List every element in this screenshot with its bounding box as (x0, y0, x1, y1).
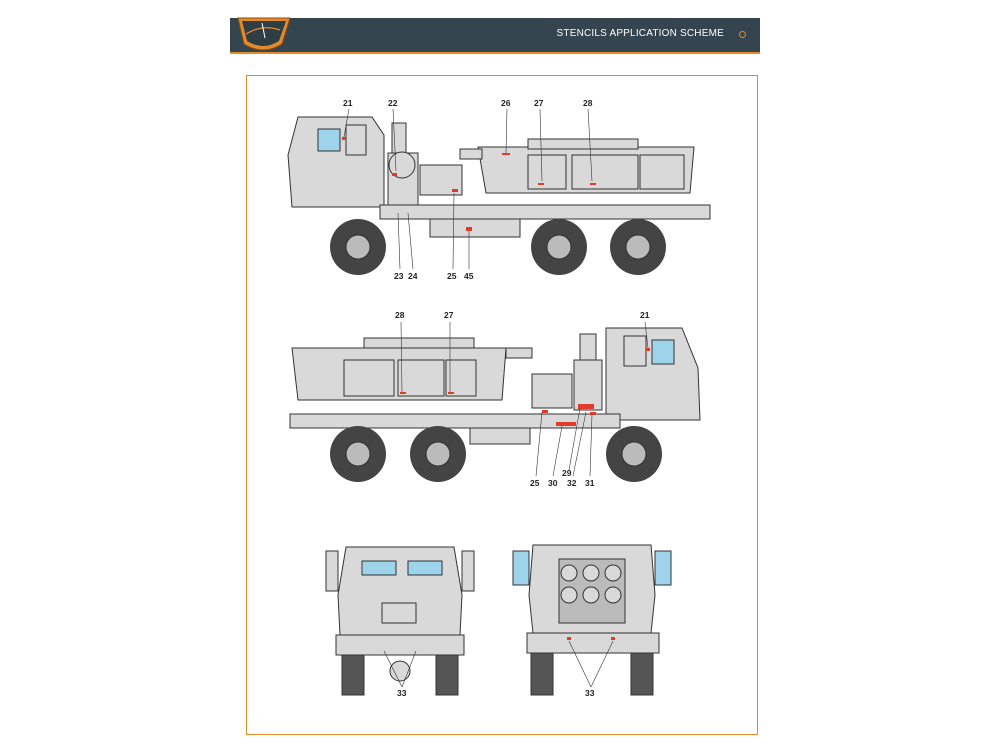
page-title: STENCILS APPLICATION SCHEME (556, 28, 724, 39)
rear-view: 33 (505, 525, 680, 705)
callout-30: 30 (548, 478, 558, 488)
callout-31: 31 (585, 478, 595, 488)
target-icon (739, 31, 746, 38)
front-view: 33 (312, 525, 487, 705)
left-side-view: 21 22 26 27 28 23 24 25 45 (280, 95, 720, 285)
callout-29: 29 (562, 468, 572, 478)
callout-28: 28 (395, 310, 405, 320)
callout-27: 27 (534, 98, 544, 108)
callout-25: 25 (530, 478, 540, 488)
callout-45: 45 (464, 271, 474, 281)
callout-21: 21 (640, 310, 650, 320)
callout-25: 25 (447, 271, 457, 281)
callout-27: 27 (444, 310, 454, 320)
callout-24: 24 (408, 271, 418, 281)
callout-32: 32 (567, 478, 577, 488)
callout-33: 33 (585, 688, 595, 698)
header-bar: STENCILS APPLICATION SCHEME (230, 18, 760, 54)
brand-logo (232, 14, 294, 56)
right-side-view: 28 27 21 25 30 29 32 31 (280, 308, 720, 493)
callout-21: 21 (343, 98, 353, 108)
callout-26: 26 (501, 98, 511, 108)
callout-23: 23 (394, 271, 404, 281)
callout-33: 33 (397, 688, 407, 698)
callout-22: 22 (388, 98, 398, 108)
callout-28: 28 (583, 98, 593, 108)
